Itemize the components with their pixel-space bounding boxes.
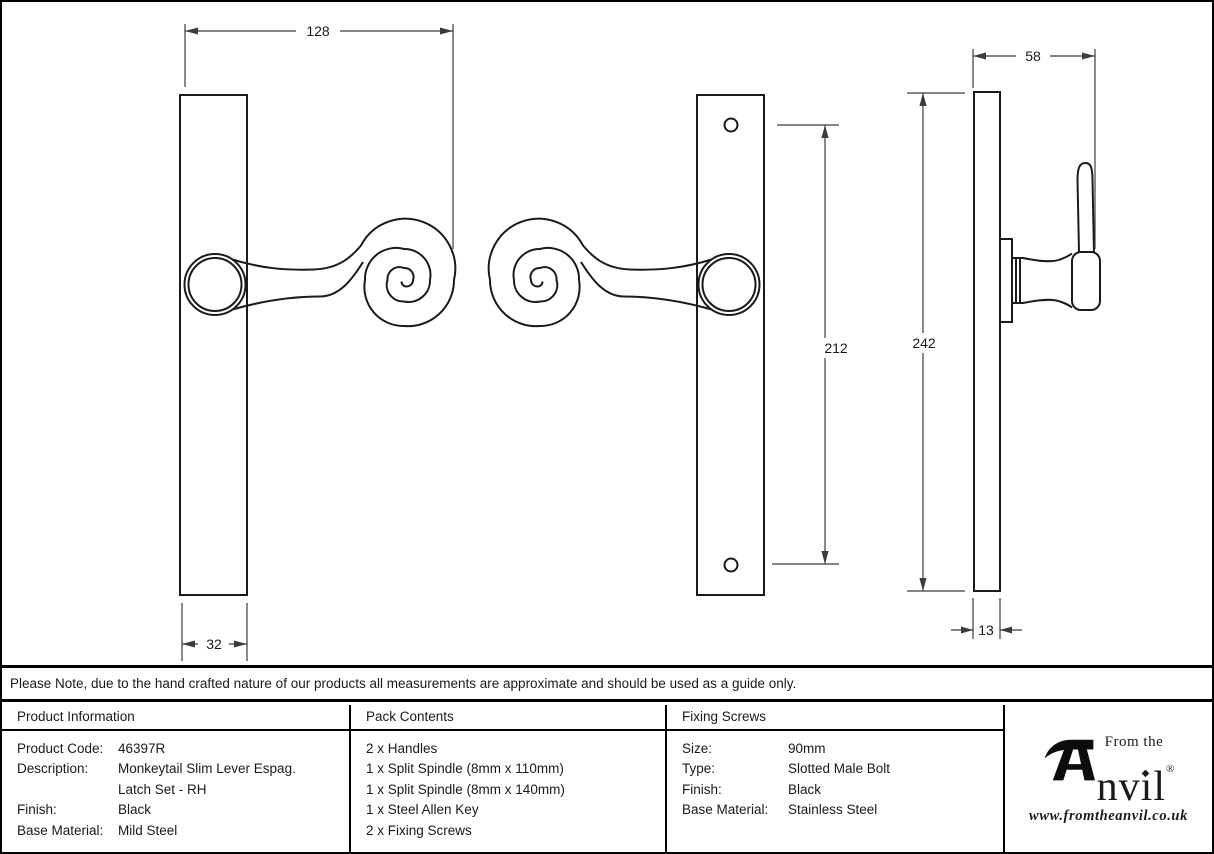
list-item: 1 x Split Spindle (8mm x 140mm)	[366, 781, 565, 797]
row-label: Base Material:	[17, 822, 104, 838]
table-row: Product Code: 46397R	[17, 739, 349, 759]
lever-bottom-edge	[232, 261, 364, 311]
table-row: Finish: Black	[682, 780, 1003, 800]
logo-letter-l: l	[1153, 764, 1166, 810]
dim-screw-centres-label: 212	[824, 340, 848, 356]
pack-contents-column: Pack Contents 2 x Handles 1 x Split Spin…	[349, 705, 665, 852]
fixing-screws-header: Fixing Screws	[667, 705, 1003, 731]
row-value: Monkeytail Slim Lever Espag.	[118, 761, 296, 777]
row-label: Finish:	[682, 781, 722, 797]
from-the-anvil-logo: From the nvı◆l® www.fromtheanvil.co.uk	[1005, 705, 1212, 852]
table-row: Latch Set - RH	[17, 780, 349, 800]
measurement-note-text: Please Note, due to the hand crafted nat…	[10, 676, 797, 691]
left-handle-front-view	[179, 94, 457, 596]
logo-anvil-wordmark: nvı◆l®	[1097, 751, 1175, 808]
list-item: 2 x Fixing Screws	[366, 822, 472, 838]
screw-hole-top	[723, 117, 739, 133]
row-value: Mild Steel	[118, 822, 178, 838]
row-value: Black	[118, 802, 152, 818]
registered-trademark-symbol: ®	[1165, 763, 1175, 775]
right-plate-screw-holes	[723, 117, 739, 573]
dim-plate-width-label: 32	[206, 636, 222, 652]
table-row: Description: Monkeytail Slim Lever Espag.	[17, 759, 349, 779]
row-value: Stainless Steel	[788, 802, 878, 818]
dim-side-projection-label: 58	[1025, 48, 1041, 64]
table-row: Size: 90mm	[682, 739, 1003, 759]
table-row: Type: Slotted Male Bolt	[682, 759, 1003, 779]
logo-from-the-text: From the	[1104, 734, 1164, 750]
logo-letter-i: ı	[1140, 764, 1154, 810]
diamond-tittle-icon: ◆	[1141, 768, 1151, 779]
lever-top-edge	[232, 244, 362, 271]
list-item: 1 x Steel Allen Key	[366, 802, 479, 818]
row-label: Description:	[17, 761, 89, 777]
side-plate	[973, 91, 1001, 592]
product-information-header: Product Information	[2, 705, 349, 731]
anvil-icon	[1044, 739, 1095, 781]
pack-contents-header: Pack Contents	[351, 705, 665, 731]
brand-logo-cell: From the nvı◆l® www.fromtheanvil.co.uk	[1003, 705, 1212, 852]
row-label: Base Material:	[682, 802, 769, 818]
dim-plate-height-label: 242	[912, 335, 936, 351]
fixing-screws-column: Fixing Screws Size: 90mm Type: Slotted Mal…	[665, 705, 1003, 852]
dimension-lines	[181, 24, 1096, 661]
handle-rose-outer	[183, 253, 247, 316]
row-label: Type:	[682, 761, 716, 777]
table-row: Base Material: Stainless Steel	[682, 800, 1003, 820]
dim-handle-width-label: 128	[306, 23, 330, 39]
list-item: 1 x Split Spindle (8mm x 110mm)	[366, 761, 564, 777]
side-neck-bottom	[1012, 298, 1073, 309]
side-neck-top	[1012, 252, 1073, 263]
handle-rose-inner	[187, 257, 243, 312]
row-label: Product Code:	[17, 741, 104, 756]
row-value: Latch Set - RH	[118, 781, 207, 797]
row-label: Finish:	[17, 802, 57, 818]
left-backplate	[179, 94, 248, 596]
logo-letters-nv: nv	[1096, 764, 1141, 810]
row-value: 90mm	[788, 741, 826, 756]
screw-hole-bottom	[723, 557, 739, 573]
spec-table: Product Information Product Code:46397R …	[2, 705, 1212, 852]
product-information-column: Product Information Product Code:46397R …	[2, 705, 349, 852]
logo-website-text: www.fromtheanvil.co.uk	[1029, 808, 1188, 824]
table-row: Finish: Black	[17, 800, 349, 820]
dimension-label-backgrounds	[198, 22, 1050, 653]
dimension-arrowheads	[182, 27, 1095, 648]
side-grip-knob	[1071, 251, 1101, 311]
list-item: 2 x Handles	[366, 741, 438, 756]
measurement-note-bar: Please Note, due to the hand crafted nat…	[2, 665, 1212, 702]
side-lever-tail	[1076, 161, 1095, 254]
side-mount-block	[999, 238, 1013, 323]
dimension-labels: 128 32 212 242 58 13	[206, 23, 1041, 652]
handle-side-view	[973, 91, 1101, 592]
row-value: 46397R	[118, 741, 166, 756]
row-value: Slotted Male Bolt	[788, 761, 891, 777]
right-handle-front-view	[487, 94, 765, 596]
table-row: Base Material: Mild Steel	[17, 821, 349, 841]
row-value: Black	[788, 781, 822, 797]
row-label: Size:	[682, 741, 713, 756]
monkeytail-spiral	[360, 217, 457, 328]
technical-drawing-svg: 128 32 212 242 58 13	[179, 22, 1101, 661]
dim-plate-thickness-label: 13	[978, 622, 994, 638]
technical-drawing-area: 128 32 212 242 58 13	[2, 2, 1212, 665]
